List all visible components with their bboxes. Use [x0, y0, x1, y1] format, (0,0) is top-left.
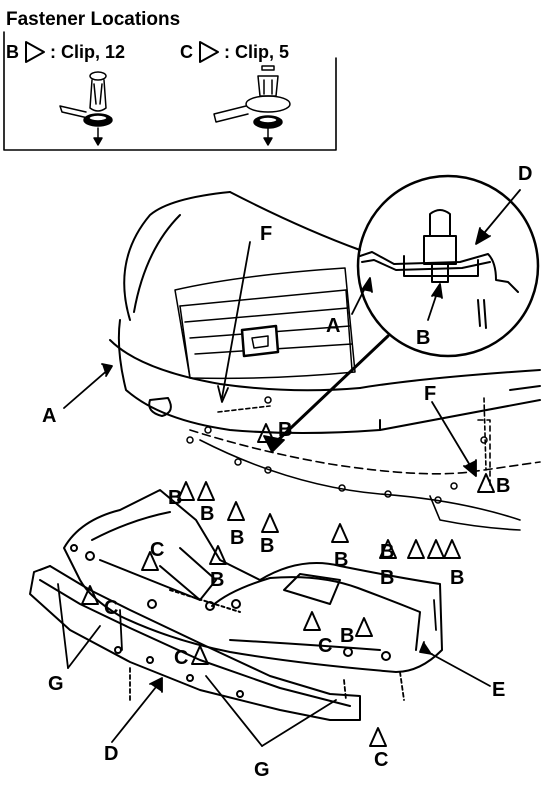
clip-b-label: : Clip, 12 — [50, 42, 125, 62]
clip-marker-b — [177, 481, 195, 501]
callout-c-4: C — [318, 635, 332, 657]
callout-b-10: B — [380, 567, 394, 589]
bumper-lower-edge — [189, 397, 541, 531]
clip-marker-c — [141, 551, 159, 571]
undercover-panel — [63, 489, 443, 673]
callout-b-11: B — [450, 567, 464, 589]
clip-markers — [81, 423, 495, 747]
clip-marker-b — [197, 481, 215, 501]
callout-b-1: B — [278, 419, 292, 441]
clip-marker-b — [355, 617, 373, 637]
clip-marker-c — [369, 727, 387, 747]
callout-b-5: B — [260, 535, 274, 557]
clip-b-letter: B — [6, 42, 19, 62]
callout-b-7: B — [334, 549, 348, 571]
clip-marker-b — [427, 539, 445, 559]
clip-marker-b — [331, 523, 349, 543]
callout-f-right: F — [424, 383, 436, 405]
leader-lines — [57, 189, 521, 747]
clip-marker-c — [303, 611, 321, 631]
callout-g-bottom: G — [254, 759, 270, 781]
front-grille — [174, 267, 356, 380]
clip-b-triangle-icon — [25, 41, 45, 63]
legend-title: Fastener Locations — [6, 9, 180, 30]
clip-marker-b — [407, 539, 425, 559]
callout-e: E — [492, 679, 505, 701]
car-front-body — [109, 191, 541, 434]
clip-marker-b — [261, 513, 279, 533]
callout-a-zoom: A — [326, 315, 340, 337]
callout-c-2: C — [104, 597, 118, 619]
clip-c-letter: C — [180, 42, 193, 62]
callout-c-3: C — [174, 647, 188, 669]
clip-marker-b — [443, 539, 461, 559]
callout-b-8: B — [380, 541, 394, 563]
callout-labels: F D A B A F B B B B B B B B B B B B C C … — [42, 163, 532, 781]
callout-b-6: B — [496, 475, 510, 497]
callout-d-bottom: D — [104, 743, 118, 765]
clip-marker-c — [81, 585, 99, 605]
callout-g-left: G — [48, 673, 64, 695]
legend-box: Fastener Locations B : Clip, 12 C : Clip… — [3, 9, 337, 151]
clip-marker-b — [227, 501, 245, 521]
clip-c-triangle-icon — [199, 41, 219, 63]
clip-marker-b — [477, 473, 495, 493]
splash-guard-bar — [29, 565, 361, 721]
callout-c-1: C — [150, 539, 164, 561]
callout-b-zoom: B — [416, 327, 430, 349]
clip-marker-b — [209, 545, 227, 565]
detail-zoom-circle — [356, 174, 540, 358]
clip-c-label: : Clip, 5 — [224, 42, 289, 62]
callout-d-zoom: D — [518, 163, 532, 185]
callout-b-3: B — [200, 503, 214, 525]
callout-b-12: B — [340, 625, 354, 647]
callout-f-top: F — [260, 223, 272, 245]
clip-marker-b — [379, 539, 397, 559]
clip-b-illustration — [59, 71, 113, 146]
bumper-clip-points — [186, 396, 488, 504]
clip-marker-c — [191, 645, 209, 665]
callout-a-left: A — [42, 405, 56, 427]
callout-b-4: B — [230, 527, 244, 549]
callout-b-2: B — [168, 487, 182, 509]
clip-c-illustration — [213, 65, 291, 146]
callout-b-9: B — [210, 569, 224, 591]
callout-c-5: C — [374, 749, 388, 771]
